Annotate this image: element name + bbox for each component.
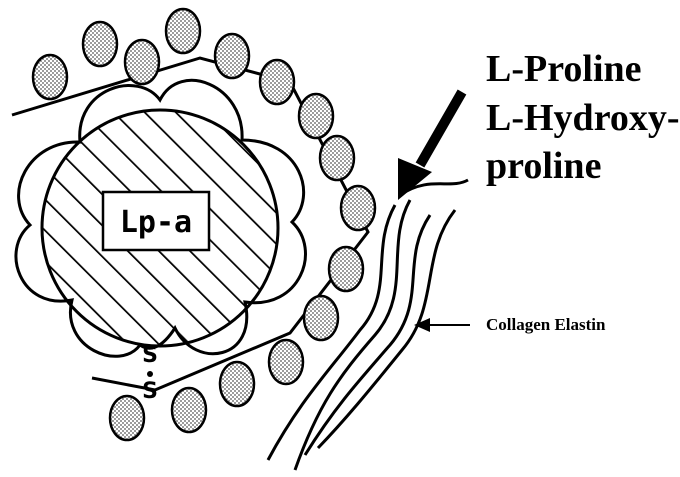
arrow-label-line-2: L-Hydroxy- — [486, 99, 680, 137]
particle — [341, 186, 375, 230]
particle — [166, 9, 200, 53]
particle — [304, 296, 338, 340]
particle — [320, 136, 354, 180]
fiber-label: Collagen Elastin — [486, 316, 606, 333]
particle — [220, 362, 254, 406]
arrow-label-line-3: proline — [486, 147, 601, 185]
disulfide-dot — [147, 371, 153, 377]
particle — [269, 340, 303, 384]
particle — [33, 55, 67, 99]
disulfide-s-top: S — [142, 343, 158, 368]
lpa-label: Lp-a — [120, 205, 192, 240]
disulfide-s-bottom: S — [142, 379, 158, 404]
particle — [172, 388, 206, 432]
particle — [329, 247, 363, 291]
particle — [110, 396, 144, 440]
particle — [260, 60, 294, 104]
particle — [83, 22, 117, 66]
particle — [215, 34, 249, 78]
small-arrow-icon — [414, 318, 470, 332]
arrow-label-line-1: L-Proline — [486, 50, 642, 88]
particle — [125, 40, 159, 84]
particle — [299, 94, 333, 138]
